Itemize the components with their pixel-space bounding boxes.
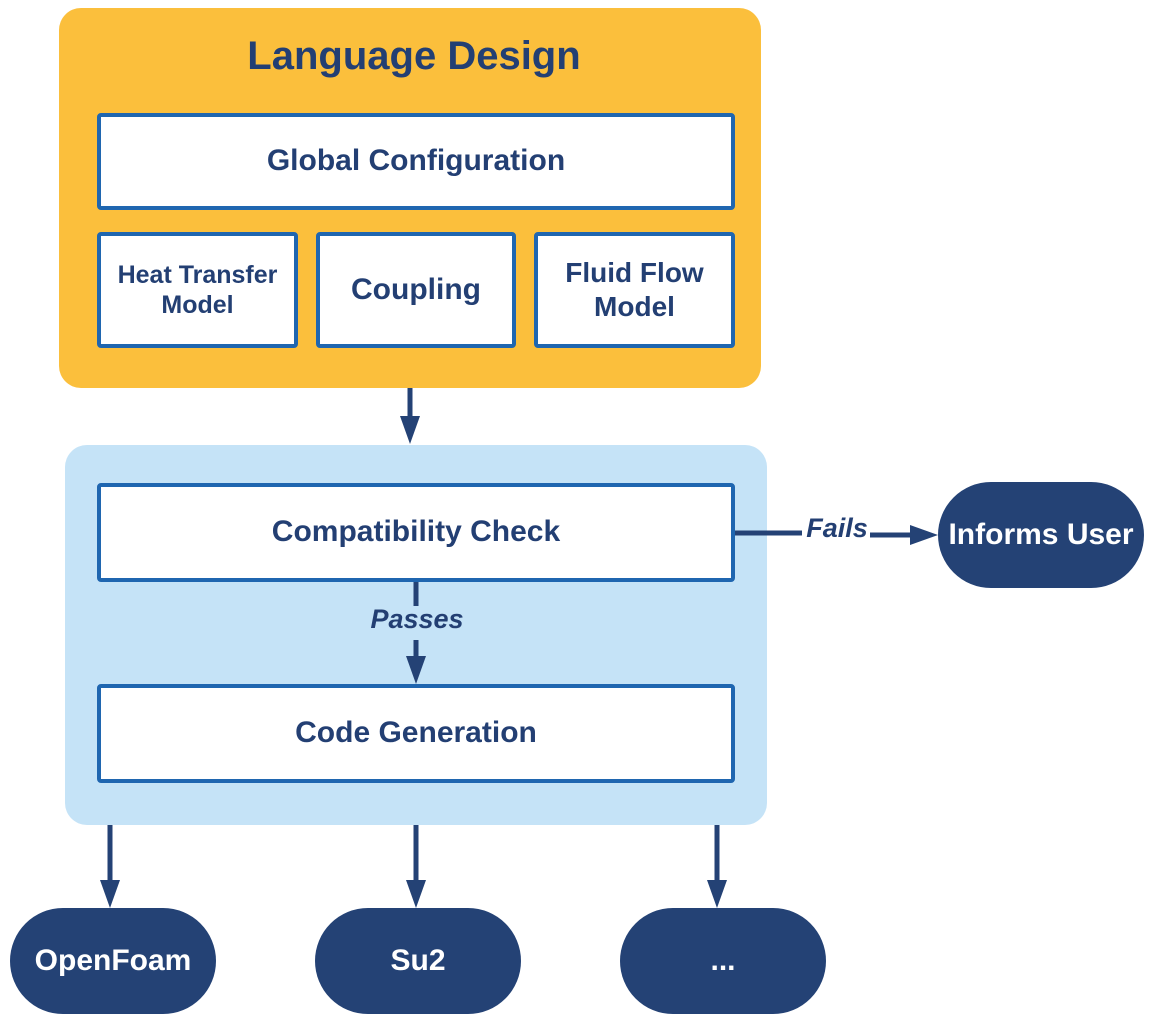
- language-design-title: Language Design: [247, 34, 581, 78]
- passes-label: Passes: [370, 604, 464, 634]
- informs-user-terminal: Informs User: [938, 482, 1144, 588]
- arrow-to-ellipsis: [707, 825, 727, 908]
- heat-transfer-model-box: Heat Transfer Model: [97, 232, 298, 348]
- arrow-to-su2: [406, 825, 426, 908]
- fluid-flow-model-box: Fluid Flow Model: [534, 232, 735, 348]
- fails-label: Fails: [806, 513, 868, 543]
- arrow-language-to-check: [400, 388, 420, 444]
- su2-terminal: Su2: [315, 908, 521, 1014]
- coupling-box: Coupling: [316, 232, 516, 348]
- code-generation-box: Code Generation: [97, 684, 735, 783]
- more-targets-terminal: ...: [620, 908, 826, 1014]
- compatibility-check-box: Compatibility Check: [97, 483, 735, 582]
- global-configuration-box: Global Configuration: [97, 113, 735, 210]
- arrow-to-openfoam: [100, 825, 120, 908]
- openfoam-terminal: OpenFoam: [10, 908, 216, 1014]
